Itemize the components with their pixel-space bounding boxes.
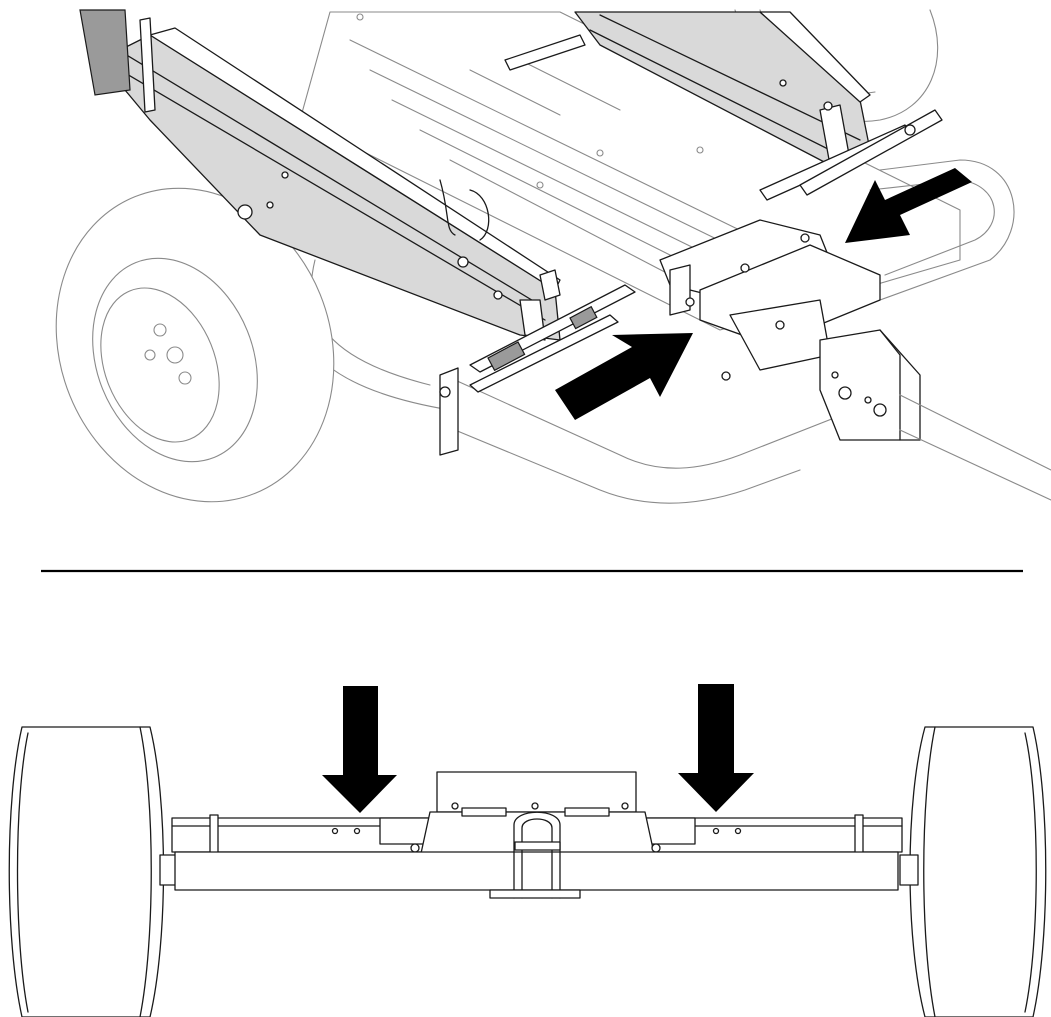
center-clamp: [410, 771, 661, 859]
press-arrow-icon: [322, 686, 397, 813]
isometric-view: [55, 9, 1051, 504]
left-cross-bars: [439, 284, 636, 456]
press-arrow-icon: [678, 684, 754, 812]
right-cross-bars: [504, 34, 943, 201]
tongue-hitch: [819, 329, 1051, 501]
center-bracket: [659, 219, 881, 381]
lower-beam: [174, 851, 899, 891]
left-arm-assembly: [79, 9, 561, 341]
right-arm-assembly: [574, 11, 871, 166]
front-view: [8, 684, 1047, 1017]
press-arrow-icon: [555, 333, 693, 420]
u-bolt: [489, 811, 581, 899]
right-axle: [899, 854, 919, 886]
wheel-icon: [8, 726, 165, 1017]
wheel-icon: [909, 726, 1047, 1017]
press-arrow-icon: [845, 168, 972, 243]
wheel-icon: [55, 187, 335, 503]
